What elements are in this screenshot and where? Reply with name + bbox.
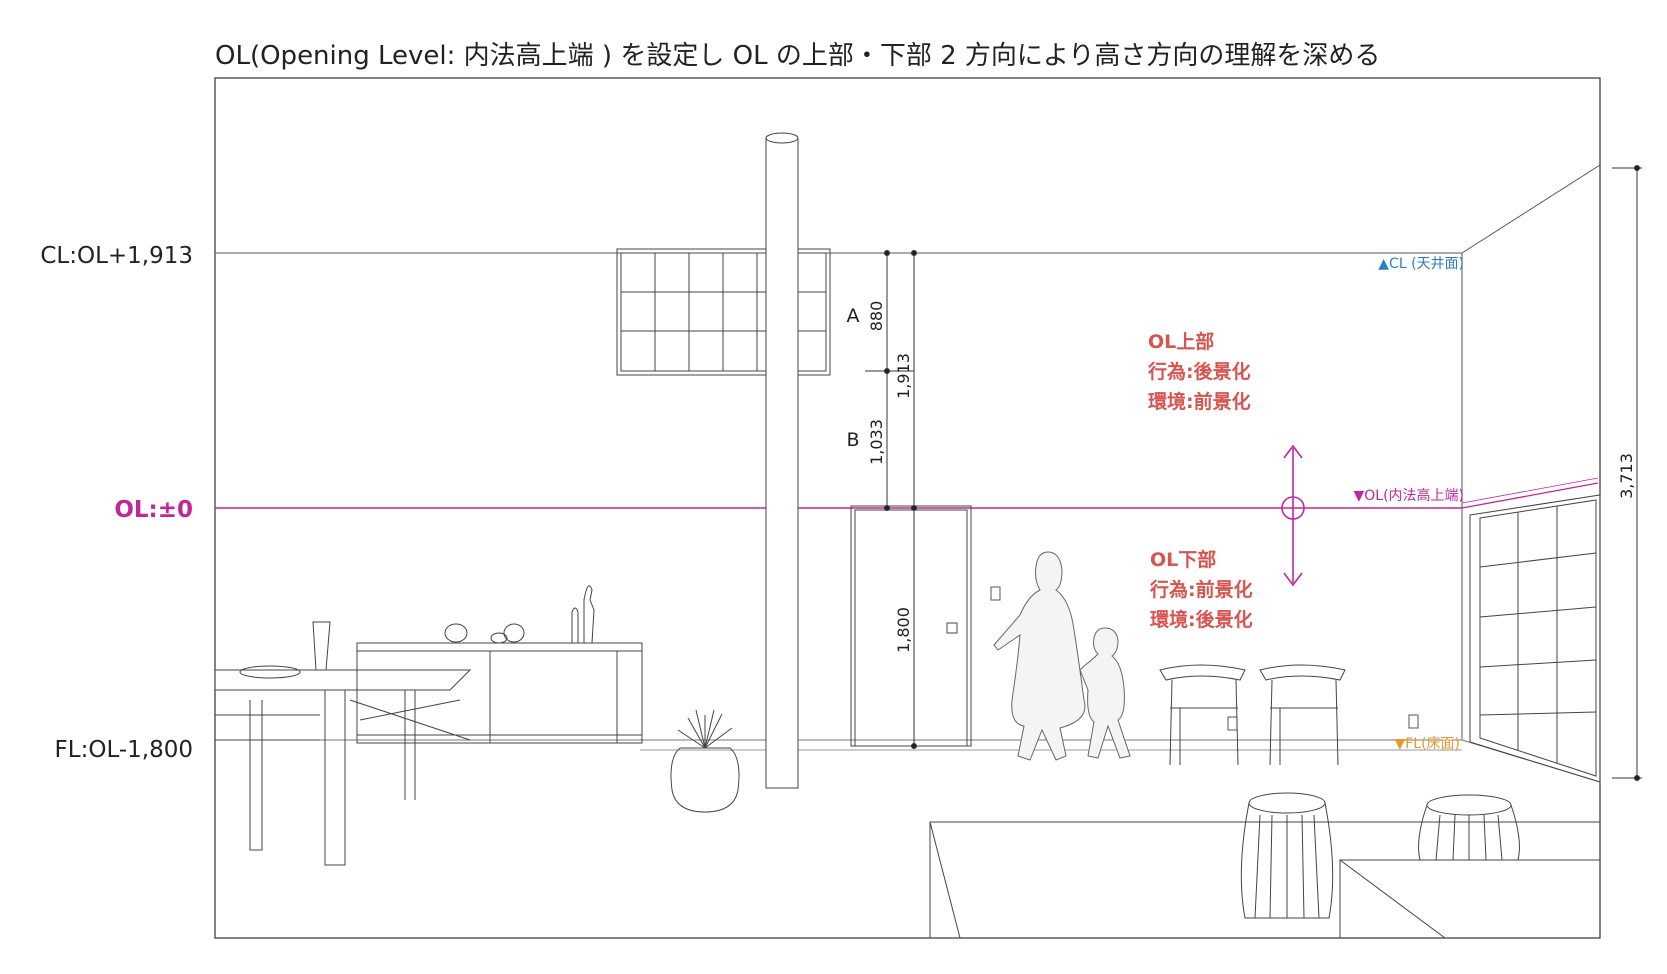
dimension-lines	[865, 165, 1642, 781]
column	[765, 132, 799, 789]
dim-a-value: 880	[867, 301, 886, 332]
ol-direction-arrow	[1281, 444, 1305, 587]
ol-perspective-line-2	[1461, 477, 1599, 504]
ceiling-perspective-line	[1461, 164, 1601, 254]
floor-rug	[929, 821, 1600, 939]
lower-note-heading: OL下部	[1150, 548, 1216, 571]
upper-note-line1: 行為:後景化	[1147, 360, 1251, 383]
upper-note-heading: OL上部	[1148, 330, 1214, 353]
cl-tag: ▲CL (天井面)	[1378, 256, 1464, 272]
diagram-title: OL(Opening Level: 内法高上端 ) を設定し OL の上部・下部…	[215, 41, 1380, 71]
stools	[1240, 792, 1520, 919]
dim-b-value: 1,033	[867, 419, 886, 465]
dim-a-letter: A	[847, 305, 860, 327]
ol-perspective-line	[1461, 482, 1599, 509]
dining-table	[214, 621, 472, 866]
dim-overall: 3,713	[1617, 453, 1636, 499]
lower-note: OL下部 行為:前景化 環境:後景化	[1149, 548, 1253, 631]
people-silhouettes	[993, 551, 1131, 761]
plant-pot	[670, 709, 740, 813]
ol-level-label: OL:±0	[114, 497, 193, 523]
side-window	[1469, 494, 1601, 783]
lower-note-line2: 環境:後景化	[1150, 608, 1253, 631]
dim-fl-total: 1,800	[894, 607, 913, 653]
armchairs	[1159, 664, 1346, 766]
upper-note: OL上部 行為:後景化 環境:前景化	[1147, 330, 1251, 413]
dim-cl-total: 1,913	[894, 353, 913, 399]
lower-note-line1: 行為:前景化	[1149, 578, 1253, 601]
ol-tag: ▼OL(内法高上端)	[1353, 487, 1464, 504]
sideboard	[356, 585, 643, 744]
cl-level-label: CL:OL+1,913	[40, 243, 193, 269]
fl-tag: ▼FL(床面)	[1394, 736, 1460, 752]
upper-note-line2: 環境:前景化	[1148, 390, 1251, 413]
dim-b-letter: B	[846, 429, 859, 451]
fl-level-label: FL:OL-1,800	[55, 737, 193, 763]
